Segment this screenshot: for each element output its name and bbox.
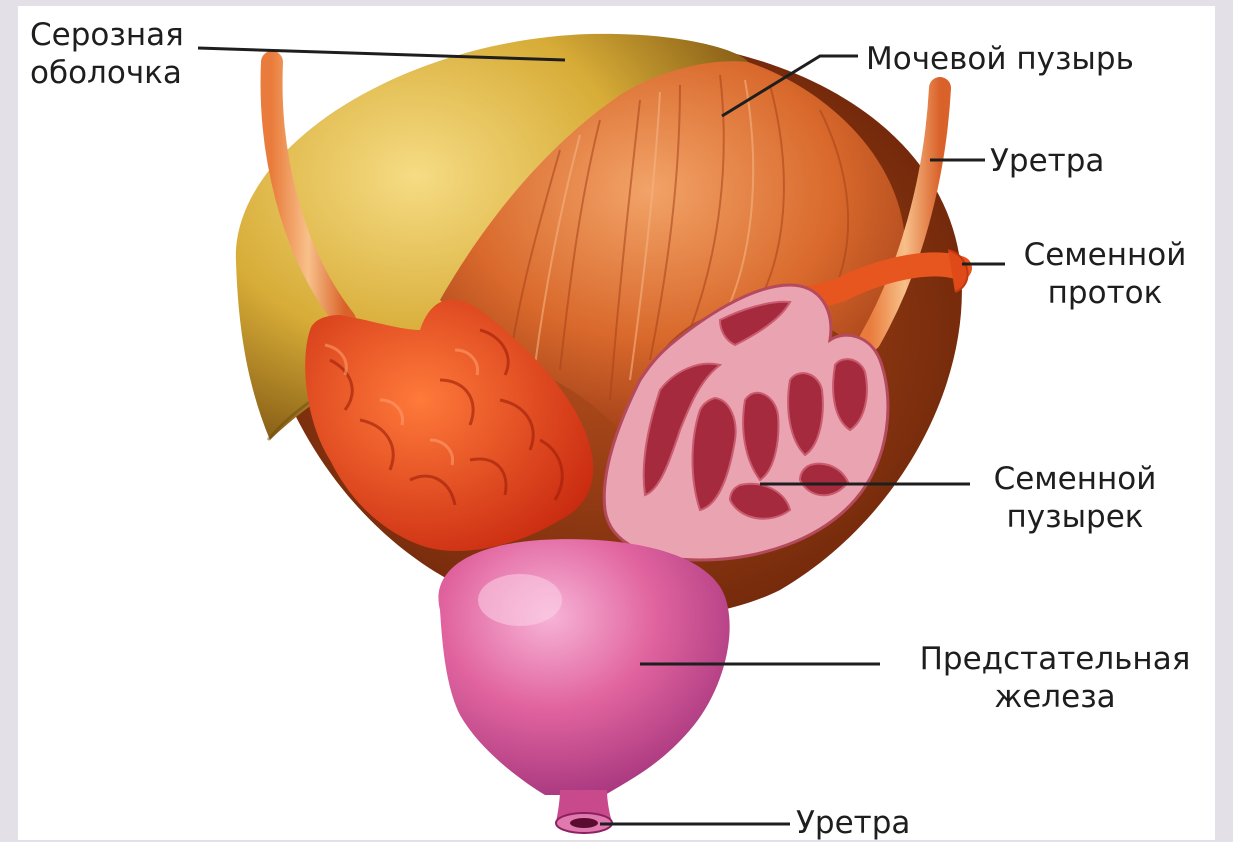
label-line: пузырек: [980, 498, 1170, 536]
label-prostate: Предстательная железа: [900, 640, 1210, 716]
label-urethra-bottom: Уретра: [796, 804, 910, 842]
label-line: Семенной: [1010, 236, 1200, 274]
label-seminal-vesicle: Семенной пузырек: [980, 460, 1170, 536]
label-line: Серозная: [30, 16, 184, 54]
label-line: Предстательная: [900, 640, 1210, 678]
label-vas-deferens: Семенной проток: [1010, 236, 1200, 312]
label-line: железа: [900, 678, 1210, 716]
label-line: Семенной: [980, 460, 1170, 498]
label-line: проток: [1010, 274, 1200, 312]
label-line: оболочка: [30, 54, 184, 92]
label-ureter-top: Уретра: [990, 142, 1104, 180]
label-serous-membrane: Серозная оболочка: [30, 16, 184, 92]
label-bladder: Мочевой пузырь: [866, 40, 1134, 78]
prostate-gland: [438, 539, 729, 795]
